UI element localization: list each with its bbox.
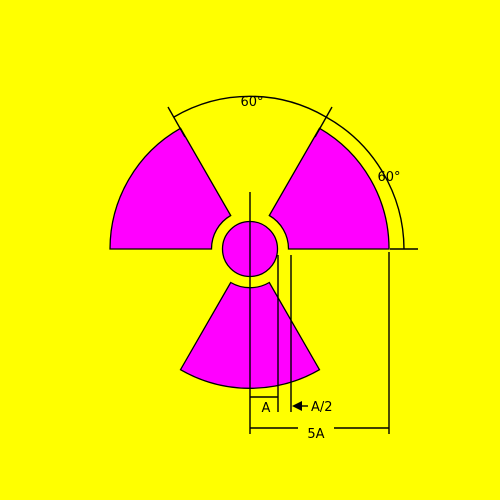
blade-top-left [109, 127, 232, 250]
top-angle-label: 60° [240, 95, 263, 110]
extension-lines [249, 192, 390, 434]
right-angle-dimension: 60° [325, 116, 418, 250]
a-dimension: A [250, 396, 278, 416]
half-a-dimension: A/2 [292, 400, 333, 415]
dim-a-label: A [262, 401, 271, 416]
top-angle-dimension: 60° [167, 95, 333, 138]
blade-top-right [268, 127, 390, 250]
right-angle-label: 60° [377, 170, 400, 185]
dim-5a-label: 5A [307, 427, 324, 442]
dim-half-a-label: A/2 [311, 400, 333, 415]
five-a-dimension: 5A [250, 427, 389, 442]
